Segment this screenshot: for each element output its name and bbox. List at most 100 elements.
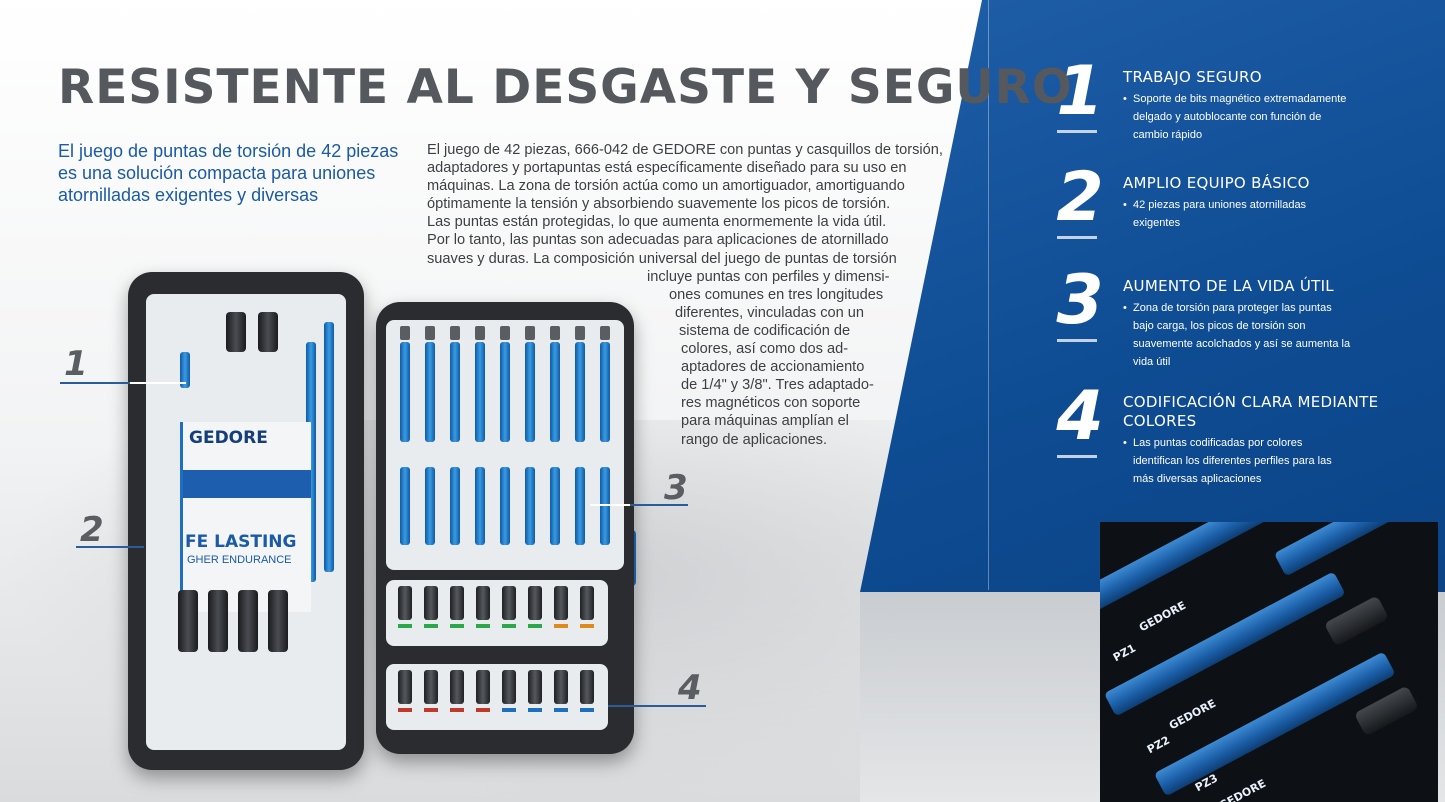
bit-tip	[525, 326, 535, 340]
feature-number: 2	[1056, 158, 1104, 237]
body-line: res magnéticos con soporte	[681, 395, 861, 412]
adapter	[226, 312, 246, 352]
feature-number: 4	[1056, 377, 1104, 456]
color-code-ring	[398, 708, 412, 712]
photo-bit-label: GEDORE	[1216, 776, 1269, 802]
bit-holder	[180, 352, 190, 388]
color-code-ring	[398, 624, 412, 628]
color-code-ring	[554, 624, 568, 628]
bit-tip	[425, 326, 435, 340]
long-torsion-bit	[500, 342, 510, 442]
page-title: RESISTENTE AL DESGASTE Y SEGURO	[58, 60, 1073, 115]
torsion-socket	[178, 590, 198, 652]
color-code-ring	[502, 624, 516, 628]
photo-bit-label: GEDORE	[1136, 598, 1189, 635]
short-bit	[476, 670, 490, 704]
torsion-socket	[268, 590, 288, 652]
body-line: máquinas. La zona de torsión actúa como …	[427, 178, 905, 195]
body-line: óptimamente la tensión y absorbiendo sua…	[427, 196, 891, 213]
short-bit	[476, 586, 490, 620]
long-torsion-bit	[475, 342, 485, 442]
feature-underline	[1057, 236, 1097, 239]
short-bit	[450, 670, 464, 704]
long-torsion-bit	[550, 342, 560, 442]
feature-number: 3	[1056, 261, 1104, 340]
body-line: sistema de codificación de	[679, 322, 851, 339]
photo-bit-label: PZ1	[1110, 641, 1138, 665]
card-color-band	[183, 470, 311, 498]
short-bit	[580, 670, 594, 704]
color-code-ring	[476, 708, 490, 712]
medium-torsion-bit	[450, 467, 460, 545]
callout-3: 3	[664, 468, 688, 508]
torsion-socket	[208, 590, 228, 652]
short-bit	[424, 670, 438, 704]
body-line: suaves y duras. La composición universal…	[427, 250, 897, 267]
short-bit	[554, 586, 568, 620]
body-line: Por lo tanto, las puntas son adecuadas p…	[427, 232, 889, 249]
photo-bit-label: GEDORE	[1166, 696, 1219, 733]
feature-underline	[1057, 339, 1097, 342]
color-code-ring	[502, 708, 516, 712]
color-code-ring	[424, 624, 438, 628]
long-torsion-bit	[400, 342, 410, 442]
card-headline: FE LASTING	[185, 532, 297, 552]
color-code-ring	[450, 708, 464, 712]
medium-torsion-bit	[500, 467, 510, 545]
color-code-ring	[528, 708, 542, 712]
medium-torsion-bit	[475, 467, 485, 545]
feature-underline	[1057, 130, 1097, 133]
callout-4: 4	[678, 668, 702, 708]
photo-bit	[1273, 522, 1438, 577]
photo-bit-label: PZ2	[1144, 733, 1172, 757]
long-bit	[324, 322, 334, 572]
short-bit	[502, 586, 516, 620]
short-bit	[502, 670, 516, 704]
feature-description: Las puntas codificadas por colores ident…	[1123, 434, 1353, 488]
callout-1-pointer	[130, 382, 186, 384]
body-line: para máquinas amplían el	[681, 413, 849, 430]
color-code-ring	[554, 708, 568, 712]
long-torsion-bit	[425, 342, 435, 442]
bit-tip	[575, 326, 585, 340]
feature-title: AMPLIO EQUIPO BÁSICO	[1123, 174, 1310, 192]
product-card: GEDORE FE LASTING GHER ENDURANCE	[180, 422, 311, 612]
long-torsion-bit	[575, 342, 585, 442]
bit-tip	[450, 326, 460, 340]
feature-title: CODIFICACIÓN CLARA MEDIANTE COLORES	[1123, 393, 1379, 430]
body-line: colores, así como dos ad-	[681, 341, 849, 358]
body-line: adaptadores y portapuntas está específic…	[427, 160, 907, 177]
card-brand-logo: GEDORE	[189, 428, 268, 448]
body-line: Las puntas están protegidas, lo que aume…	[427, 214, 887, 231]
color-code-ring	[476, 624, 490, 628]
callout-2-line	[76, 546, 144, 548]
feature-underline	[1057, 455, 1097, 458]
medium-torsion-bit	[400, 467, 410, 545]
torsion-socket	[238, 590, 258, 652]
feature-description: Soporte de bits magnético extremadamente…	[1123, 90, 1353, 144]
long-torsion-bit	[525, 342, 535, 442]
panel-divider	[988, 0, 989, 590]
medium-torsion-bit	[600, 467, 610, 545]
case-right-half	[376, 302, 634, 754]
bit-tip	[600, 326, 610, 340]
callout-2: 2	[80, 510, 104, 550]
short-bit-tray-lower	[386, 664, 608, 730]
body-line: rango de aplicaciones.	[681, 431, 828, 448]
medium-torsion-bit	[525, 467, 535, 545]
bit-tip	[475, 326, 485, 340]
feature-number: 1	[1056, 52, 1104, 131]
body-line: ones comunes en tres longitudes	[669, 286, 884, 303]
feature-title: AUMENTO DE LA VIDA ÚTIL	[1123, 277, 1334, 295]
long-bit	[306, 342, 316, 582]
short-bit	[528, 670, 542, 704]
medium-torsion-bit	[550, 467, 560, 545]
bit-tip	[500, 326, 510, 340]
body-line: aptadores de accionamiento	[681, 359, 865, 376]
body-line: El juego de 42 piezas, 666-042 de GEDORE…	[427, 142, 943, 158]
color-code-ring	[424, 708, 438, 712]
feature-description: 42 piezas para uniones atornilladas exig…	[1123, 196, 1353, 232]
short-bit	[398, 670, 412, 704]
color-code-ring	[580, 624, 594, 628]
feature-title: TRABAJO SEGURO	[1123, 68, 1262, 86]
